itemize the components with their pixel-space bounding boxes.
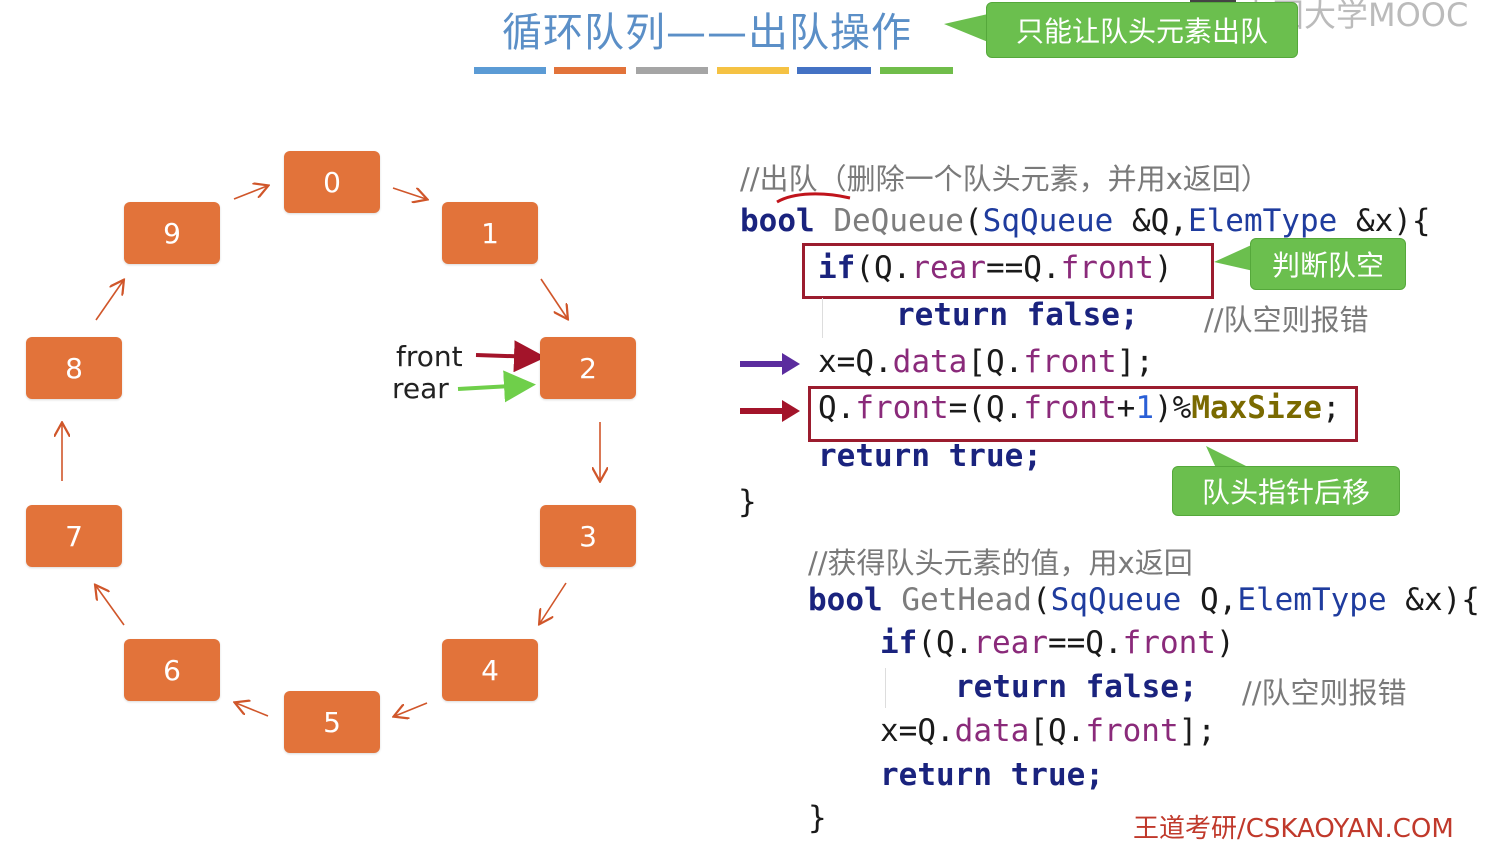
callout-only-front: 只能让队头元素出队	[986, 2, 1298, 58]
arrow-6-7	[96, 586, 125, 626]
ring-arrows	[0, 0, 760, 843]
front-pointer-arrow	[475, 340, 546, 373]
divider-bar-green	[880, 67, 953, 74]
dequeue-if-line: if(Q.rear==Q.front)	[818, 250, 1173, 286]
callout-pointer-icon	[944, 14, 988, 42]
callout-check-empty: 判断队空	[1250, 238, 1406, 290]
rear-pointer-arrow	[457, 370, 536, 403]
slide-title: 循环队列——出队操作	[502, 10, 912, 56]
gethead-signature: bool GetHead(SqQueue Q,ElemType &x){	[808, 582, 1480, 618]
front-move-highlight-box	[808, 386, 1358, 442]
gethead-error-comment: //队空则报错	[1242, 676, 1407, 710]
dequeue-comment: //出队（删除一个队头元素，并用x返回）	[740, 162, 1270, 196]
dequeue-return-true: return true;	[818, 438, 1042, 474]
callout-move-front: 队头指针后移	[1172, 466, 1400, 516]
callout-pointer-icon	[1206, 446, 1250, 468]
divider-bar-darkblue	[797, 67, 871, 74]
dequeue-close-brace: }	[738, 484, 757, 520]
divider-bar-yellow	[717, 67, 789, 74]
footer-brand: 王道考研/CSKAOYAN.COM	[1133, 814, 1454, 844]
arrow-4-5	[395, 702, 428, 716]
arrow-1-2	[540, 278, 567, 318]
arrow-5-6	[236, 703, 269, 717]
dequeue-front-move-line: Q.front=(Q.front+1)%MaxSize;	[818, 390, 1341, 426]
rear-label: rear	[392, 372, 449, 405]
dequeue-return-false: return false;	[896, 297, 1139, 333]
indent-guide	[885, 668, 886, 708]
gethead-return-true: return true;	[880, 757, 1104, 793]
arrow-0-1	[392, 187, 426, 199]
gethead-read-line: x=Q.data[Q.front];	[880, 713, 1216, 749]
divider-bar-gray	[636, 67, 708, 74]
queue-slot-6: 6	[124, 639, 220, 701]
dequeue-read-line: x=Q.data[Q.front];	[818, 344, 1154, 380]
gethead-close-brace: }	[808, 800, 827, 836]
queue-slot-7: 7	[26, 505, 122, 567]
purple-arrow-icon	[740, 353, 800, 375]
queue-slot-2: 2	[540, 337, 636, 399]
red-underline-mark	[776, 192, 851, 204]
divider-bar-orange	[554, 67, 626, 74]
queue-slot-8: 8	[26, 337, 122, 399]
queue-slot-4: 4	[442, 639, 538, 701]
queue-slot-5: 5	[284, 691, 380, 753]
queue-slot-0: 0	[284, 151, 380, 213]
dequeue-error-comment: //队空则报错	[1204, 303, 1369, 337]
arrow-3-4	[540, 582, 567, 623]
callout-pointer-icon	[1214, 242, 1258, 272]
arrow-9-0	[233, 186, 267, 200]
queue-slot-1: 1	[442, 202, 538, 264]
queue-slot-3: 3	[540, 505, 636, 567]
queue-slot-9: 9	[124, 202, 220, 264]
red-arrow-icon	[740, 400, 800, 422]
indent-guide	[822, 298, 823, 338]
dequeue-comment-keyword: 出队	[759, 162, 818, 196]
arrow-8-9	[95, 281, 123, 321]
dequeue-signature: bool DeQueue(SqQueue &Q,ElemType &x){	[740, 203, 1431, 239]
gethead-return-false: return false;	[955, 669, 1198, 705]
gethead-if-line: if(Q.rear==Q.front)	[880, 625, 1235, 661]
empty-check-highlight-box	[802, 243, 1214, 299]
divider-bar-blue	[474, 67, 546, 74]
front-label: front	[396, 340, 463, 373]
gethead-comment: //获得队头元素的值，用x返回	[808, 546, 1193, 580]
